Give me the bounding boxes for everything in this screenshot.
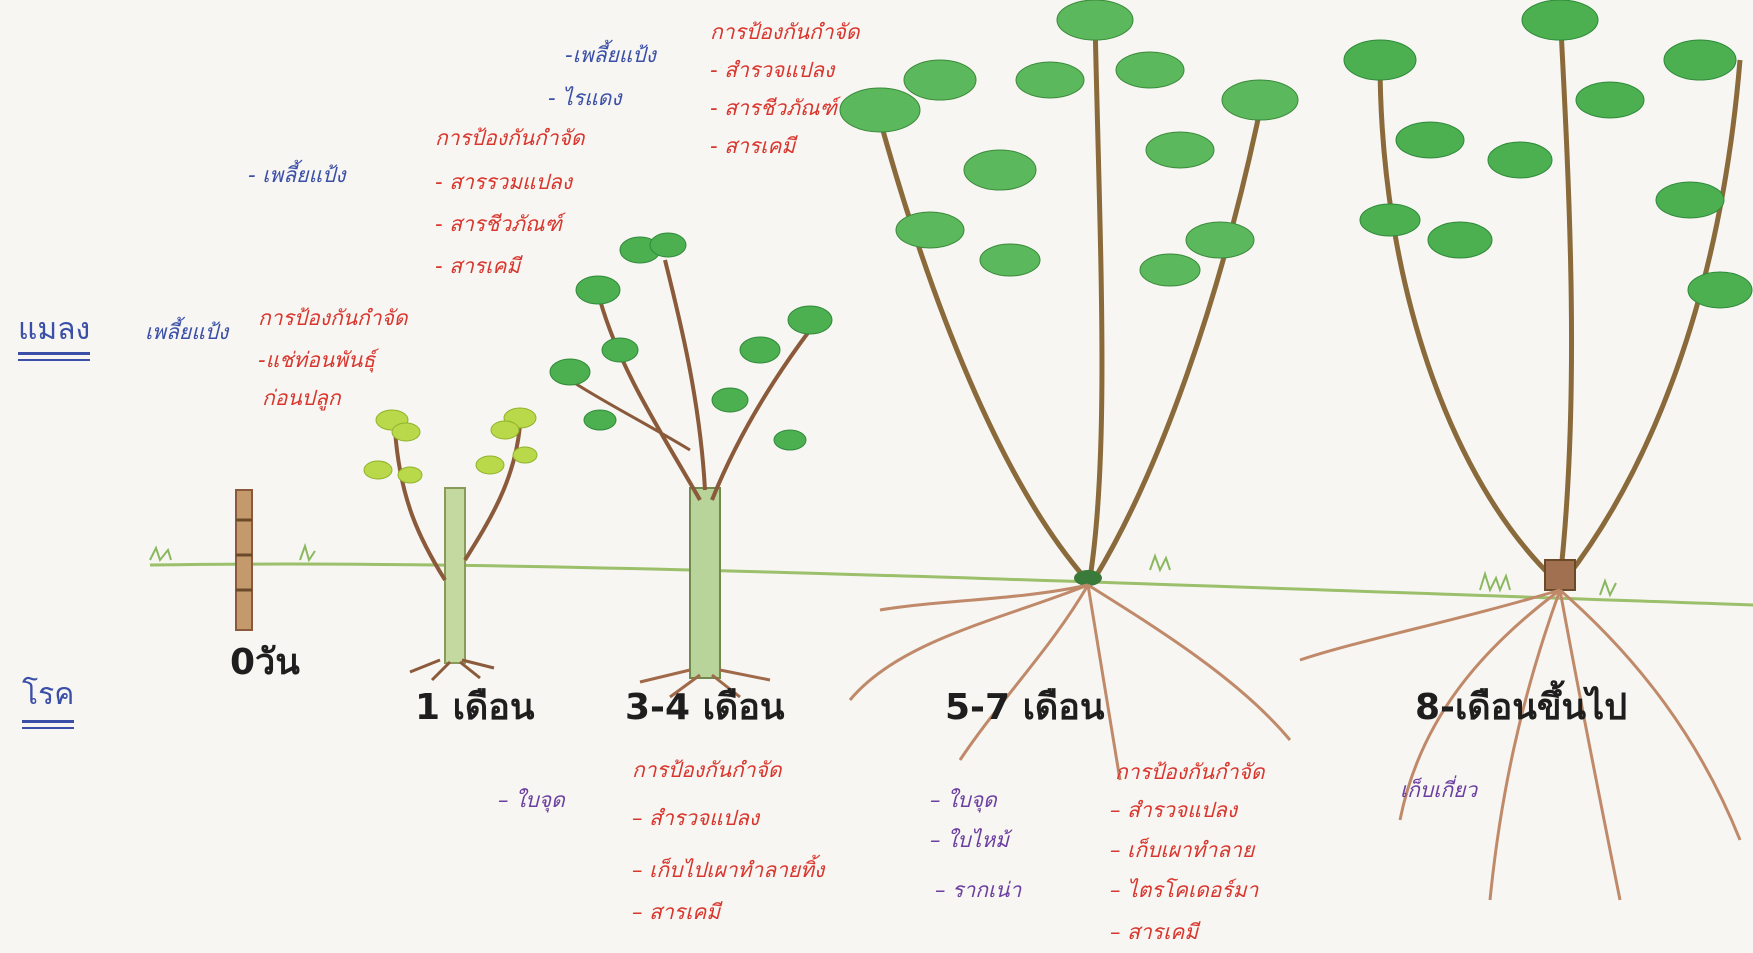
insect-control-stage0-2: ก่อนปลูก [262, 388, 341, 409]
insect-control-stage1-1: - สารรวมแปลง [435, 172, 572, 193]
disease-control-stage57-3: – ไตรโคเดอร์มา [1110, 880, 1258, 901]
insect-pest-stage0: เพลี้ยแป้ง [145, 322, 228, 343]
insect-control-stage0-1: -แช่ท่อนพันธุ์ [258, 350, 375, 371]
disease-control-title-stage57: การป้องกันกำจัด [1115, 762, 1265, 783]
ground-line [150, 564, 1753, 605]
insect-control-title-stage0: การป้องกันกำจัด [258, 308, 408, 329]
insect-pest-stage2-1: -เพลี้ยแป้ง [565, 45, 656, 66]
stage-label-0: 0วัน [230, 645, 300, 681]
stage-label-1: 1 เดือน [415, 690, 535, 726]
stage0-cutting [236, 490, 252, 630]
disease-row-label: โรค [22, 680, 74, 710]
stage-label-4: 8-เดือนขึ้นไป [1415, 690, 1627, 726]
insect-control-stage2-3: - สารเคมี [710, 136, 795, 157]
insect-pest-stage2-2: - ไรแดง [548, 88, 622, 109]
insects-row-label: แมลง [18, 315, 90, 345]
disease-control-stage34-1: – สำรวจแปลง [632, 808, 759, 829]
disease-stage57-3: – รากเน่า [935, 880, 1021, 901]
disease-stage57-2: – ใบไหม้ [930, 830, 1009, 851]
ground-grass [150, 546, 1616, 595]
disease-stage57-1: – ใบจุด [930, 790, 997, 811]
insect-pest-stage1: - เพลี้ยแป้ง [248, 165, 346, 186]
stage1-plant [364, 408, 537, 680]
disease-control-stage57-2: – เก็บเผาทำลาย [1110, 840, 1254, 861]
insect-control-title-stage1: การป้องกันกำจัด [435, 128, 585, 149]
harvest-note: เก็บเกี่ยว [1400, 780, 1477, 801]
stage-label-2: 3-4 เดือน [625, 690, 785, 726]
disease-control-stage34-3: – สารเคมี [632, 902, 720, 923]
insect-control-title-stage2: การป้องกันกำจัด [710, 22, 860, 43]
insects-row-underline [18, 352, 90, 361]
disease-stage34: – ใบจุด [498, 790, 565, 811]
stage3-plant [840, 0, 1298, 780]
insect-control-stage2-1: - สำรวจแปลง [710, 60, 834, 81]
stage-label-3: 5-7 เดือน [945, 690, 1105, 726]
disease-control-stage57-1: – สำรวจแปลง [1110, 800, 1237, 821]
disease-control-stage34-2: – เก็บไปเผาทำลายทิ้ง [632, 860, 824, 881]
stage2-plant [550, 233, 832, 697]
disease-row-underline [22, 720, 74, 729]
insect-control-stage1-3: - สารเคมี [435, 256, 520, 277]
insect-control-stage2-2: - สารชีวภัณฑ์ [710, 98, 837, 119]
insect-control-stage1-2: - สารชีวภัณฑ์ [435, 214, 562, 235]
disease-control-title-stage34: การป้องกันกำจัด [632, 760, 782, 781]
disease-control-stage57-4: – สารเคมี [1110, 922, 1198, 943]
stage4-plant [1300, 0, 1752, 900]
